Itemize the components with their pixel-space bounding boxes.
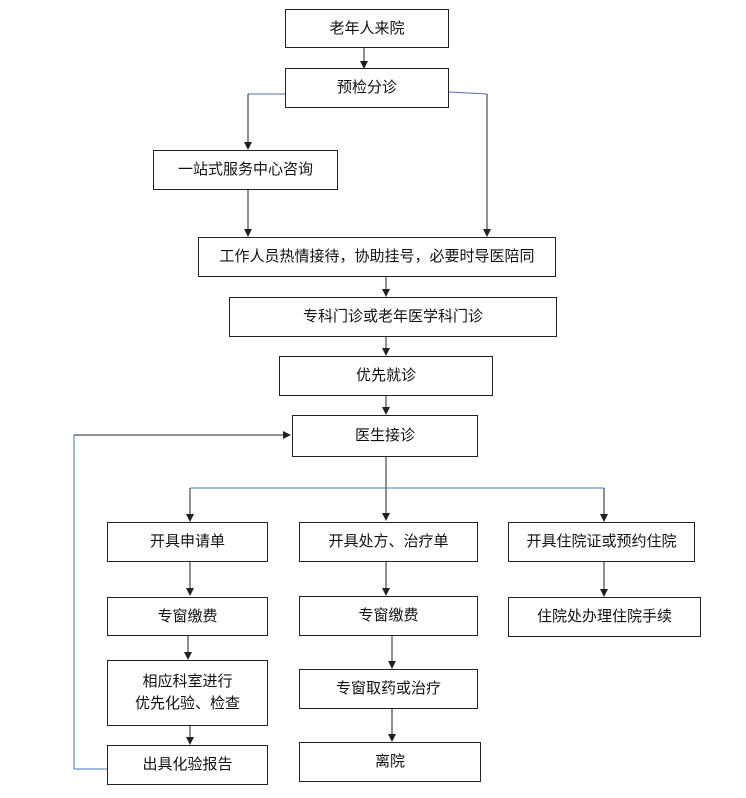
node-doctor-visit: 医生接诊 xyxy=(292,415,478,457)
node-prescription: 开具处方、治疗单 xyxy=(299,522,478,562)
node-staff-reception: 工作人员热情接待，协助挂号，必要时导医陪同 xyxy=(198,237,556,277)
node-rx-payment: 专窗缴费 xyxy=(299,596,478,636)
node-rx-pickup: 专窗取药或治疗 xyxy=(299,669,478,709)
node-lab-report: 出具化验报告 xyxy=(107,745,268,785)
node-triage: 预检分诊 xyxy=(285,68,449,108)
node-discharge: 离院 xyxy=(299,742,481,782)
feedback-loop-line xyxy=(73,435,107,770)
node-lab-payment: 专窗缴费 xyxy=(107,597,268,636)
node-admission-process: 住院处办理住院手续 xyxy=(508,597,701,637)
node-arrival: 老年人来院 xyxy=(285,9,449,48)
node-lab-request: 开具申请单 xyxy=(107,522,268,562)
branch-line-triage-right xyxy=(448,91,488,95)
node-service-center: 一站式服务中心咨询 xyxy=(153,150,338,190)
node-clinic: 专科门诊或老年医学科门诊 xyxy=(229,297,557,337)
node-priority-visit: 优先就诊 xyxy=(279,356,493,396)
node-admission-cert: 开具住院证或预约住院 xyxy=(508,522,695,562)
node-lab-exam: 相应科室进行 优先化验、检查 xyxy=(107,660,268,726)
